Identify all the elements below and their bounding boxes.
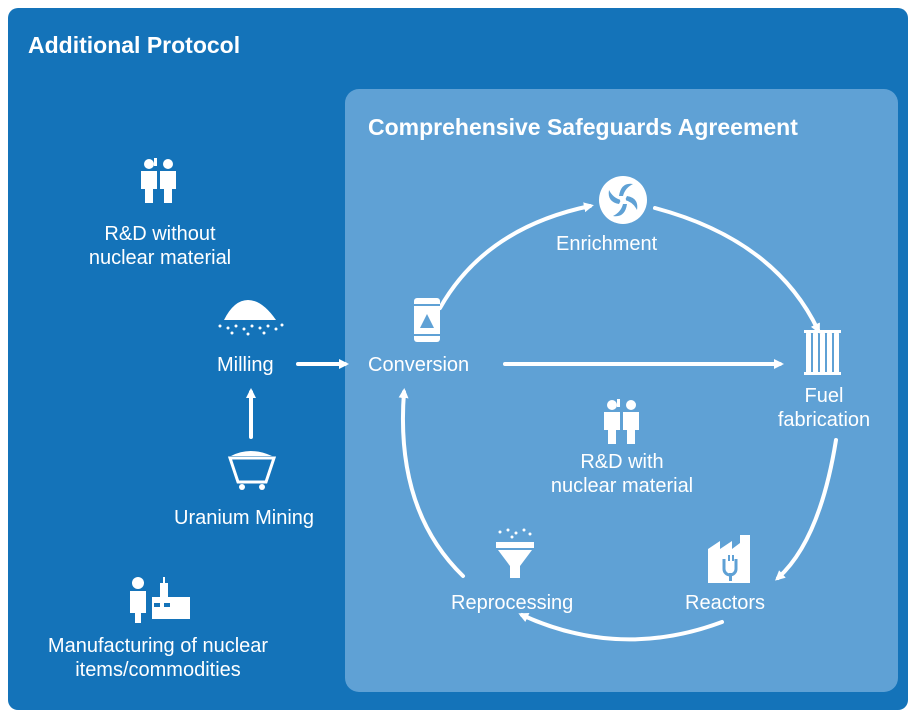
reprocessing-label: Reprocessing (451, 592, 574, 614)
additional-protocol-title: Additional Protocol (28, 32, 241, 58)
centrifuge-icon (599, 176, 647, 224)
arrow-reprocessing-to-conversion (398, 388, 465, 578)
researchers-icon (141, 158, 176, 203)
barrel-icon (414, 298, 440, 342)
uranium-mining-label: Uranium Mining (174, 507, 315, 529)
enrichment-label: Enrichment (556, 233, 658, 255)
milling-label: Milling (217, 354, 274, 376)
arrow-conversion-to-enrichment (438, 202, 594, 310)
comprehensive-safeguards-title: Comprehensive Safeguards Agreement (368, 114, 798, 140)
power-plant-icon (708, 535, 750, 583)
rd-without-nuclear-material-label: R&D without nuclear material (88, 223, 232, 269)
arrow-enrichment-to-fuel (653, 206, 820, 334)
conversion-label: Conversion (368, 354, 470, 376)
arrow-reactors-to-reprocessing (518, 612, 724, 642)
researchers-icon (604, 399, 639, 444)
mine-cart-icon (227, 451, 277, 490)
fuel-rods-icon (804, 330, 841, 375)
reactors-label: Reactors (685, 592, 766, 614)
rd-with-nuclear-material-label: R&D with nuclear material (550, 451, 694, 497)
powder-pile-icon (218, 300, 284, 336)
arrow-fuel-to-reactors (775, 438, 838, 581)
factory-worker-icon (130, 577, 190, 623)
fuel-fabrication-label: Fuel fabrication (777, 385, 871, 431)
manufacturing-label: Manufacturing of nuclear items/commoditi… (47, 635, 269, 681)
funnel-icon (496, 528, 534, 578)
